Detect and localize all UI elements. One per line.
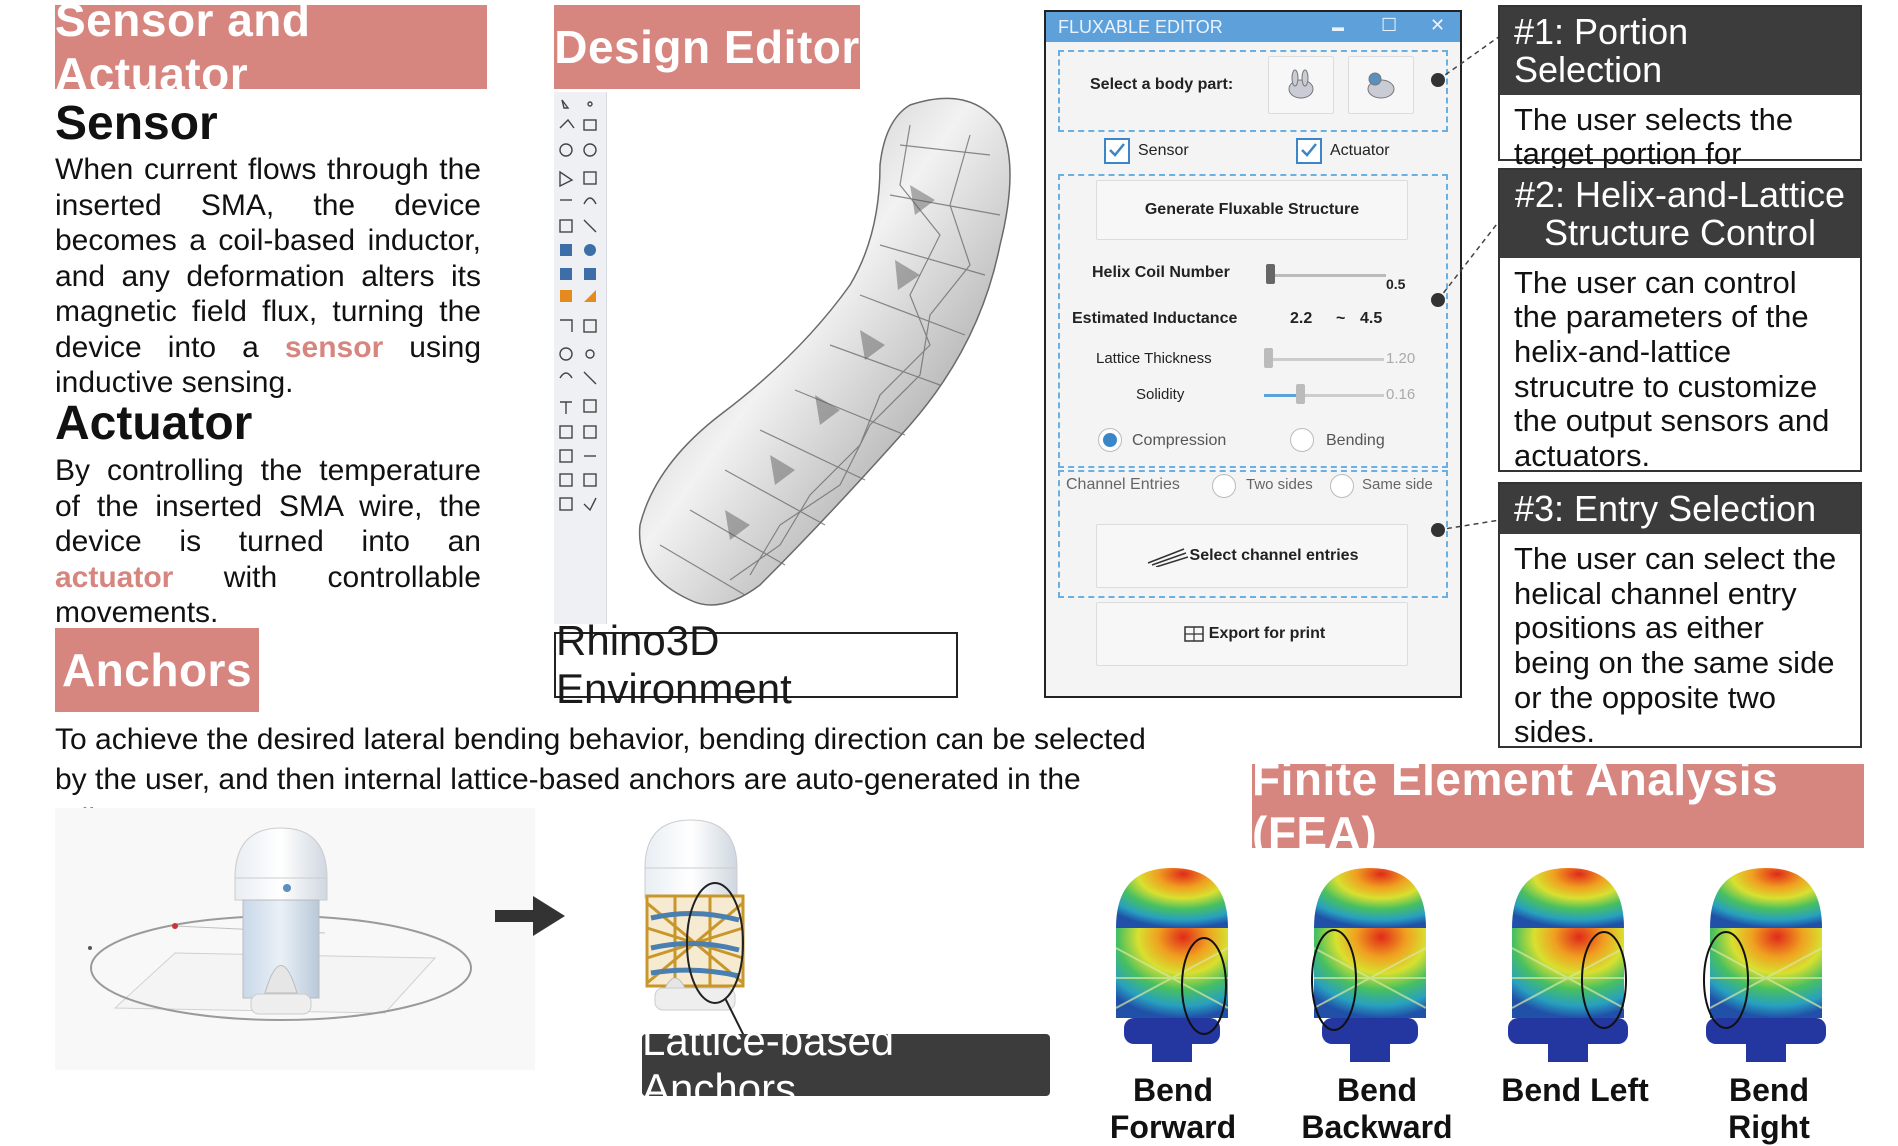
solidity-value: 0.16 bbox=[1386, 386, 1416, 403]
card-3-heading: #3: Entry Selection bbox=[1500, 484, 1860, 534]
check-icon bbox=[1109, 143, 1125, 157]
minimize-icon[interactable]: ▬ bbox=[1332, 20, 1344, 34]
caterpillar-model bbox=[638, 97, 1011, 606]
export-for-print-label: Export for print bbox=[1208, 625, 1326, 642]
body-part-head-button[interactable] bbox=[1268, 56, 1334, 114]
select-channel-entries-button[interactable]: Select channel entries bbox=[1096, 524, 1408, 588]
compression-label: Compression bbox=[1132, 432, 1227, 449]
card-1-heading: #1: Portion Selection bbox=[1500, 7, 1860, 95]
export-icon bbox=[1184, 626, 1204, 642]
sensor-text-before: When current flows through the inserted … bbox=[55, 153, 481, 364]
card-3-body: The user can select the helical channel … bbox=[1514, 540, 1837, 750]
lattice-thickness-slider[interactable] bbox=[1264, 358, 1384, 361]
fea-left bbox=[1508, 868, 1628, 1062]
select-channel-entries-label: Select channel entries bbox=[1189, 547, 1359, 564]
solidity-slider[interactable] bbox=[1264, 394, 1384, 397]
editor-title: FLUXABLE EDITOR bbox=[1058, 16, 1223, 37]
fea-caption-right: Bend Right bbox=[1728, 1072, 1810, 1145]
helix-coil-slider[interactable] bbox=[1266, 274, 1386, 277]
two-sides-label: Two sides bbox=[1246, 476, 1313, 493]
actuator-highlight: actuator bbox=[55, 560, 174, 594]
pen-icon bbox=[1147, 548, 1188, 567]
fluxable-editor-window: FLUXABLE EDITOR ▬ ☐ ✕ Select a body part… bbox=[1044, 10, 1462, 698]
section-title-anchors: Anchors bbox=[55, 628, 259, 712]
inductance-separator: ~ bbox=[1336, 310, 1346, 327]
actuator-description: By controlling the temperature of the in… bbox=[55, 453, 481, 631]
lattice-thickness-value: 1.20 bbox=[1386, 350, 1416, 367]
bending-radio[interactable] bbox=[1290, 428, 1314, 452]
card-2-heading: #2: Helix-and-Lattice Structure Control bbox=[1500, 170, 1860, 258]
same-side-radio[interactable] bbox=[1330, 474, 1354, 498]
body-part-section bbox=[1058, 50, 1448, 132]
body-part-body-button[interactable] bbox=[1348, 56, 1414, 114]
close-icon[interactable]: ✕ bbox=[1430, 15, 1446, 35]
card-portion-selection: #1: Portion Selection The user selects t… bbox=[1498, 5, 1862, 206]
check-icon bbox=[1301, 143, 1317, 157]
solidity-thumb[interactable] bbox=[1296, 384, 1305, 404]
fea-caption-backward: Bend Backward bbox=[1301, 1072, 1453, 1145]
section-title-design-editor: Design Editor bbox=[554, 5, 860, 89]
actuator-checkbox[interactable] bbox=[1296, 138, 1322, 164]
export-for-print-button[interactable]: Export for print bbox=[1096, 602, 1408, 666]
sensor-checkbox[interactable] bbox=[1104, 138, 1130, 164]
section-title-fea: Finite Element Analysis (FEA) bbox=[1252, 753, 1864, 859]
maximize-icon[interactable]: ☐ bbox=[1381, 15, 1398, 35]
sensor-text-after: using inductive sensing. bbox=[55, 330, 481, 400]
lattice-anchors-label: Lattice-based Anchors bbox=[642, 1017, 1050, 1112]
inductance-low: 2.2 bbox=[1290, 310, 1313, 327]
fea-caption-forward: Bend Forward bbox=[1109, 1072, 1237, 1145]
card-2-body: The user can control the parameters of t… bbox=[1514, 264, 1830, 474]
estimated-inductance-label: Estimated Inductance bbox=[1072, 310, 1238, 327]
same-side-label: Same side bbox=[1362, 476, 1433, 493]
anchors-illustration bbox=[55, 808, 820, 1070]
card-helix-lattice: #2: Helix-and-Lattice Structure Control … bbox=[1498, 168, 1862, 473]
helix-coil-label: Helix Coil Number bbox=[1092, 264, 1230, 281]
sensor-heading: Sensor bbox=[55, 97, 218, 150]
structure-control-section bbox=[1058, 174, 1448, 468]
anchors-line-1: To achieve the desired lateral bending b… bbox=[55, 723, 1146, 756]
channel-entries-label: Channel Entries bbox=[1066, 476, 1180, 493]
sensor-description: When current flows through the inserted … bbox=[55, 152, 481, 401]
solidity-slider-fill bbox=[1264, 394, 1300, 397]
rhino-environment-label: Rhino3D Environment bbox=[554, 617, 958, 712]
toolbar-tools-icon bbox=[559, 99, 597, 512]
fea-caption-left: Bend Left bbox=[1501, 1072, 1649, 1108]
fea-results-illustration bbox=[1115, 868, 1826, 1062]
helix-coil-value: 0.5 bbox=[1386, 276, 1406, 292]
actuator-heading: Actuator bbox=[55, 397, 253, 450]
fea-backward bbox=[1311, 868, 1427, 1062]
two-sides-radio[interactable] bbox=[1212, 474, 1236, 498]
actuator-checkbox-label: Actuator bbox=[1330, 142, 1390, 159]
generate-fluxable-button[interactable]: Generate Fluxable Structure bbox=[1096, 180, 1408, 240]
solidity-label: Solidity bbox=[1136, 386, 1185, 403]
section-title-sensor-actuator: Sensor and Actuator bbox=[55, 0, 487, 100]
compression-radio[interactable] bbox=[1098, 428, 1122, 452]
card-entry-selection: #3: Entry Selection The user can select … bbox=[1498, 482, 1862, 749]
callout-leaders bbox=[1431, 35, 1501, 537]
actuator-text-before: By controlling the temperature of the in… bbox=[55, 454, 481, 558]
actuator-text-after: with controllable movements. bbox=[55, 560, 481, 630]
editor-title-bar: FLUXABLE EDITOR ▬ ☐ ✕ bbox=[1046, 12, 1460, 42]
fea-forward bbox=[1115, 868, 1229, 1062]
fea-right bbox=[1703, 868, 1826, 1062]
bending-label: Bending bbox=[1326, 432, 1385, 449]
sensor-checkbox-label: Sensor bbox=[1138, 142, 1189, 159]
rhino-toolbar bbox=[554, 92, 607, 624]
inductance-high: 4.5 bbox=[1360, 310, 1383, 327]
helix-coil-thumb[interactable] bbox=[1266, 264, 1275, 284]
lattice-thickness-label: Lattice Thickness bbox=[1096, 350, 1212, 367]
lattice-thickness-thumb[interactable] bbox=[1264, 348, 1273, 368]
sensor-highlight: sensor bbox=[284, 330, 384, 364]
bunny-head-icon bbox=[1288, 69, 1314, 99]
bunny-body-icon bbox=[1367, 72, 1395, 99]
channel-entries-section bbox=[1058, 470, 1448, 598]
select-body-part-label: Select a body part: bbox=[1090, 76, 1234, 93]
